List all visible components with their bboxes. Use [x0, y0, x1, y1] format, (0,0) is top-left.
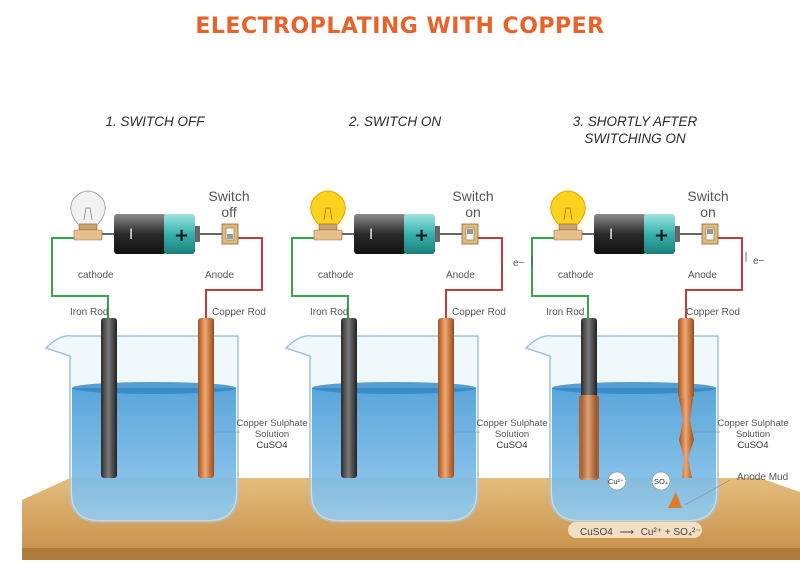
bulb-base [318, 223, 338, 231]
battery-body [594, 214, 646, 254]
so4-ion [651, 471, 671, 491]
equation-left: CuSO4 [580, 527, 613, 538]
bulb [550, 190, 586, 225]
bulb-filament [323, 207, 333, 221]
copper-rod-3-label: Copper Rod [686, 307, 740, 318]
cathode-2-label: cathode [318, 270, 354, 281]
bulb-base [78, 223, 98, 231]
reaction-equation: CuSO4 ⟶ Cu²⁺ + SO₄²⁻ [578, 527, 703, 538]
anode-1-label: Anode [205, 270, 234, 281]
copper-rod-1-label: Copper Rod [212, 307, 266, 318]
battery-minus: I [369, 227, 373, 243]
anode-wire [685, 237, 743, 318]
battery-plus: + [414, 225, 429, 246]
iron-rod-1-label: Iron Rod [70, 307, 109, 318]
battery-cap [164, 214, 195, 254]
bulb-holder [73, 229, 103, 241]
battery-minus: I [129, 227, 133, 243]
copper-rod-2-label: Copper Rod [452, 307, 506, 318]
electron-3-left-label: e− [753, 256, 765, 267]
switch-knob [227, 234, 233, 239]
battery-cap [644, 214, 675, 254]
battery-body [114, 214, 166, 254]
bulb-base [558, 223, 578, 231]
battery-terminal [675, 226, 680, 242]
copper-rod [678, 318, 694, 398]
cathode-wire [51, 237, 109, 318]
bulb [70, 190, 106, 225]
battery-minus: I [609, 227, 613, 243]
cathode-wire [291, 237, 349, 318]
apparatus-2: I+ [284, 188, 503, 523]
equation-arrow: ⟶ [619, 527, 634, 538]
switch-knob [707, 229, 713, 234]
anode-2-label: Anode [446, 270, 475, 281]
apparatus-1: I+ [44, 190, 263, 523]
page-title: ELECTROPLATING WITH COPPER [195, 14, 605, 39]
iron-rod-3-label: Iron Rod [546, 307, 585, 318]
anode-3-label: Anode [688, 270, 717, 281]
battery-body [354, 214, 406, 254]
so4-ion-label: SO₄ [654, 477, 668, 486]
cathode-wire [531, 237, 589, 318]
copper-rod [198, 318, 214, 478]
eroded-copper-rod [679, 398, 694, 478]
electron-2-label: e− [513, 258, 525, 269]
iron-rod-2-label: Iron Rod [310, 307, 349, 318]
anode-wire [205, 237, 263, 318]
mud-leader [684, 479, 731, 506]
battery-plus: + [174, 225, 189, 246]
apparatus-3: I+ [524, 188, 747, 538]
copper-rod [438, 318, 454, 478]
battery-terminal [195, 226, 200, 242]
iron-rod [101, 318, 117, 478]
cathode-1-label: cathode [78, 270, 114, 281]
equation-pill [568, 522, 702, 538]
bulb-holder [553, 229, 583, 241]
table-edge [22, 548, 800, 560]
bulb-holder [313, 229, 343, 241]
switch-knob [467, 229, 473, 234]
anode-mud [668, 492, 682, 508]
iron-rod [341, 318, 357, 478]
battery-terminal [435, 226, 440, 242]
bulb [310, 190, 346, 225]
bulb-filament [83, 207, 93, 221]
step-2-header: 2. SWITCH ON [348, 114, 442, 129]
copper-deposit [579, 395, 599, 480]
cu-ion [607, 471, 627, 491]
step-1-header: 1. SWITCH OFF [105, 114, 205, 129]
battery-cap [404, 214, 435, 254]
equation-right: Cu²⁺ + SO₄²⁻ [640, 527, 701, 538]
anode-mud-label: Anode Mud [737, 472, 789, 483]
cu-ion-label: Cu²⁺ [607, 477, 625, 486]
cathode-3-label: cathode [558, 270, 594, 281]
bulb-filament [563, 207, 573, 221]
battery-plus: + [654, 225, 669, 246]
anode-wire [445, 237, 503, 318]
